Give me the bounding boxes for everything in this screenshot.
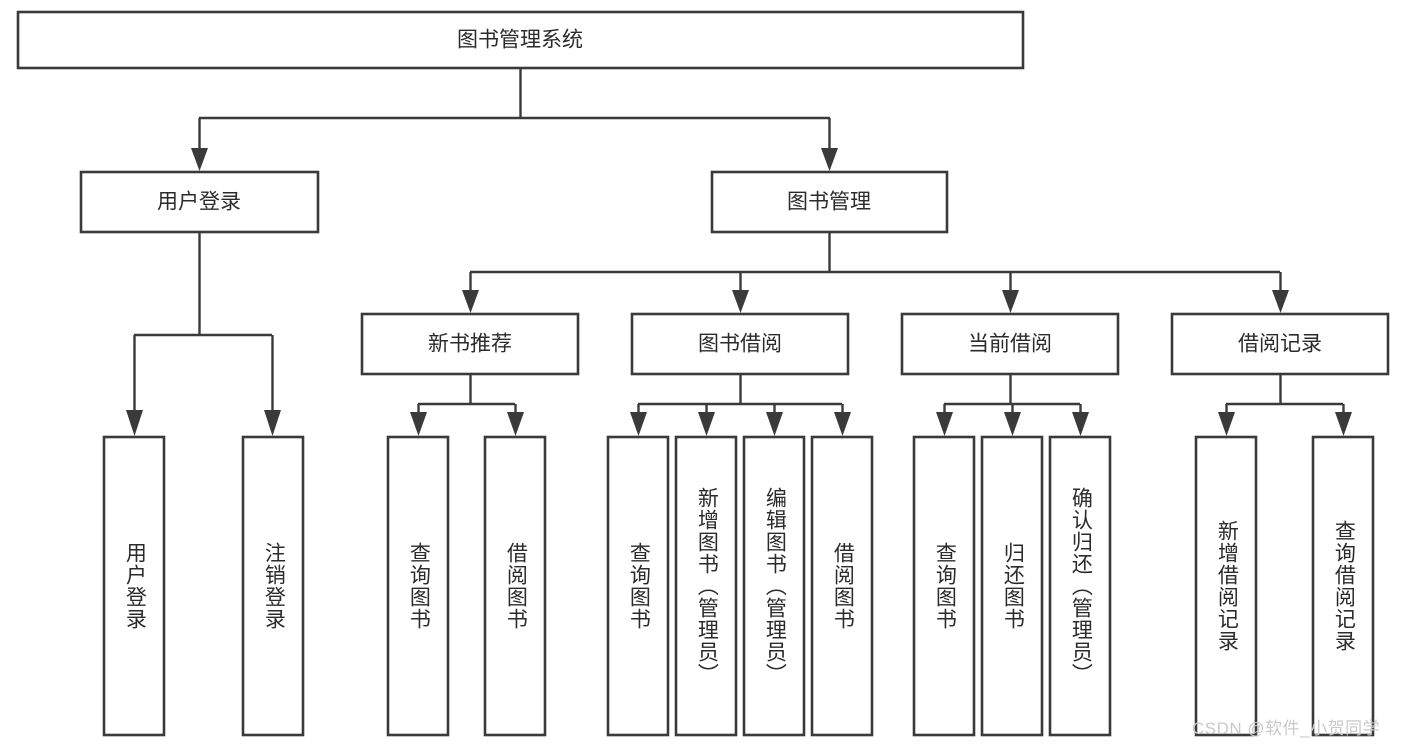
arrow-borrow-to-leaf3 bbox=[766, 412, 783, 436]
arrow-borrow-to-leaf4 bbox=[834, 412, 851, 436]
leaf-box-add-borrow-record[interactable] bbox=[1194, 435, 1258, 737]
arrow-newbook-to-leaf2 bbox=[507, 412, 524, 436]
leaf-box-query-book-3[interactable] bbox=[912, 435, 976, 737]
arrow-record-to-leaf1 bbox=[1218, 412, 1235, 436]
node-borrow-record-box[interactable] bbox=[1170, 312, 1390, 376]
node-root-box[interactable] bbox=[16, 10, 1025, 70]
node-new-book-recommend-label: 新书推荐 bbox=[428, 333, 512, 356]
leaf-box-borrow-book-2[interactable] bbox=[810, 435, 874, 737]
node-book-borrow-box[interactable] bbox=[630, 312, 850, 376]
csdn-watermark: CSDN @软件_小贺同学 bbox=[1192, 719, 1381, 738]
arrow-current-to-leaf3 bbox=[1072, 412, 1089, 436]
leaf-box-query-book-1[interactable] bbox=[386, 435, 450, 737]
node-book-management-box[interactable] bbox=[710, 170, 949, 234]
arrow-userlogin-to-leaf2 bbox=[264, 410, 281, 436]
node-root-label: 图书管理系统 bbox=[457, 29, 583, 52]
arrow-root-to-user-login bbox=[191, 148, 208, 171]
leaf-box-query-borrow-record[interactable] bbox=[1311, 435, 1375, 737]
node-borrow-record-label: 借阅记录 bbox=[1238, 333, 1322, 356]
arrow-bookmgmt-to-newbook bbox=[462, 290, 479, 313]
leaf-box-return-book[interactable] bbox=[980, 435, 1044, 737]
node-user-login-label: 用户登录 bbox=[157, 191, 241, 214]
node-user-login-box[interactable] bbox=[79, 170, 320, 234]
horizontal-label-layer: 图书管理系统 用户登录 图书管理 新书推荐 图书借阅 当前借阅 借阅记录 bbox=[157, 29, 1322, 356]
node-current-borrow-box[interactable] bbox=[900, 312, 1120, 376]
node-book-management-label: 图书管理 bbox=[787, 191, 871, 214]
arrow-newbook-to-leaf1 bbox=[410, 412, 427, 436]
arrow-userlogin-to-leaf1 bbox=[126, 410, 143, 436]
arrow-current-to-leaf2 bbox=[1004, 412, 1021, 436]
arrow-bookmgmt-to-borrow bbox=[732, 290, 749, 313]
connector-layer bbox=[126, 68, 1352, 436]
arrow-record-to-leaf2 bbox=[1335, 412, 1352, 436]
node-book-borrow-label: 图书借阅 bbox=[698, 333, 782, 356]
leaf-box-user-login[interactable] bbox=[102, 435, 166, 737]
arrow-bookmgmt-to-current bbox=[1002, 290, 1019, 313]
leaf-box-query-book-2[interactable] bbox=[606, 435, 670, 737]
arrow-current-to-leaf1 bbox=[936, 412, 953, 436]
node-current-borrow-label: 当前借阅 bbox=[968, 333, 1052, 356]
leaf-box-confirm-return-admin[interactable] bbox=[1048, 435, 1112, 737]
arrow-bookmgmt-to-record bbox=[1272, 290, 1289, 313]
leaf-box-edit-book-admin[interactable] bbox=[742, 435, 806, 737]
leaf-box-add-book-admin[interactable] bbox=[674, 435, 738, 737]
node-new-book-recommend-box[interactable] bbox=[360, 312, 580, 376]
leaf-box-borrow-book-1[interactable] bbox=[483, 435, 547, 737]
node-box-layer bbox=[16, 10, 1390, 737]
leaf-box-logout[interactable] bbox=[241, 435, 305, 737]
arrow-root-to-book-mgmt bbox=[821, 148, 838, 171]
arrow-borrow-to-leaf2 bbox=[698, 412, 715, 436]
arrow-borrow-to-leaf1 bbox=[630, 412, 647, 436]
